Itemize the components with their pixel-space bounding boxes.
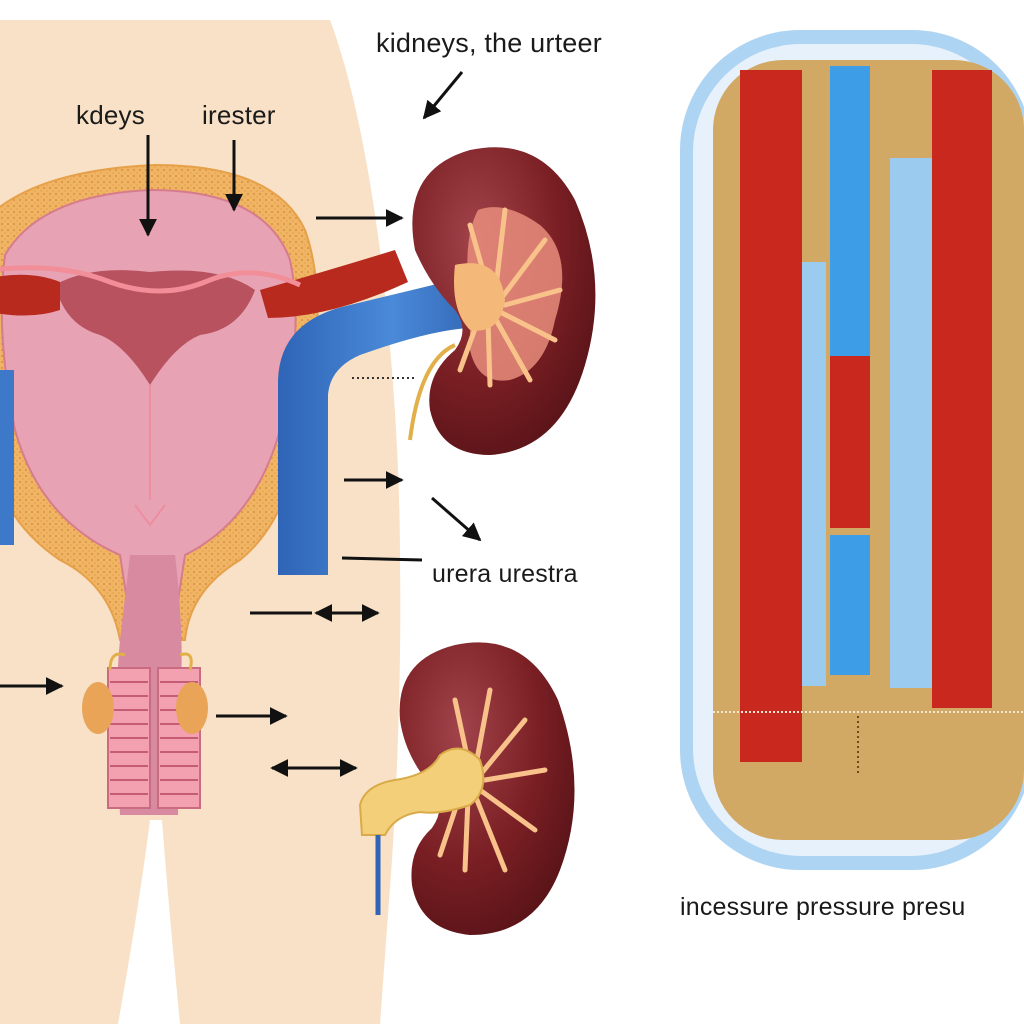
red-vessel-right xyxy=(260,250,408,318)
diagonal-arrow-icon xyxy=(422,71,464,120)
yellow-pelvis xyxy=(358,747,485,836)
leader-line xyxy=(341,556,423,562)
pink-band xyxy=(0,265,302,294)
pressure-gauge xyxy=(680,30,1024,870)
gauge-bar-light-blue-1 xyxy=(802,262,826,686)
gauge-bar-red-3 xyxy=(932,70,992,708)
leg-gap xyxy=(118,820,180,1024)
label-irester: irester xyxy=(202,100,276,130)
arrows xyxy=(0,71,482,777)
label-urera-urestra: urera urestra xyxy=(432,560,578,588)
bladder-cavity xyxy=(55,270,255,385)
gauge-bar-red-1 xyxy=(740,70,802,762)
label-kidneys-urteer: kidneys, the urteer xyxy=(376,28,602,58)
diagonal-arrow-icon xyxy=(431,496,482,542)
trigone xyxy=(134,385,166,527)
thin-yellow-duct xyxy=(408,343,456,441)
left-blue-vessel xyxy=(0,370,14,545)
blue-ureter xyxy=(278,276,506,575)
gland-right xyxy=(176,682,208,734)
gauge-bar-blue-1 xyxy=(830,66,870,356)
vas-loop-right xyxy=(179,652,193,671)
gland-left xyxy=(82,682,114,734)
red-vessel-left xyxy=(0,274,60,316)
vas-loop-left xyxy=(108,652,126,671)
label-pressure: incessure pressure presu xyxy=(680,893,966,921)
lower-kidney xyxy=(399,642,575,935)
gauge-bar-blue-2 xyxy=(830,535,870,675)
upper-kidney xyxy=(412,147,596,455)
label-kdeys: kdeys xyxy=(76,100,145,130)
gauge-bar-light-blue-2 xyxy=(890,158,932,688)
gauge-bar-red-2 xyxy=(830,356,870,528)
sphincter-lines xyxy=(110,681,198,795)
